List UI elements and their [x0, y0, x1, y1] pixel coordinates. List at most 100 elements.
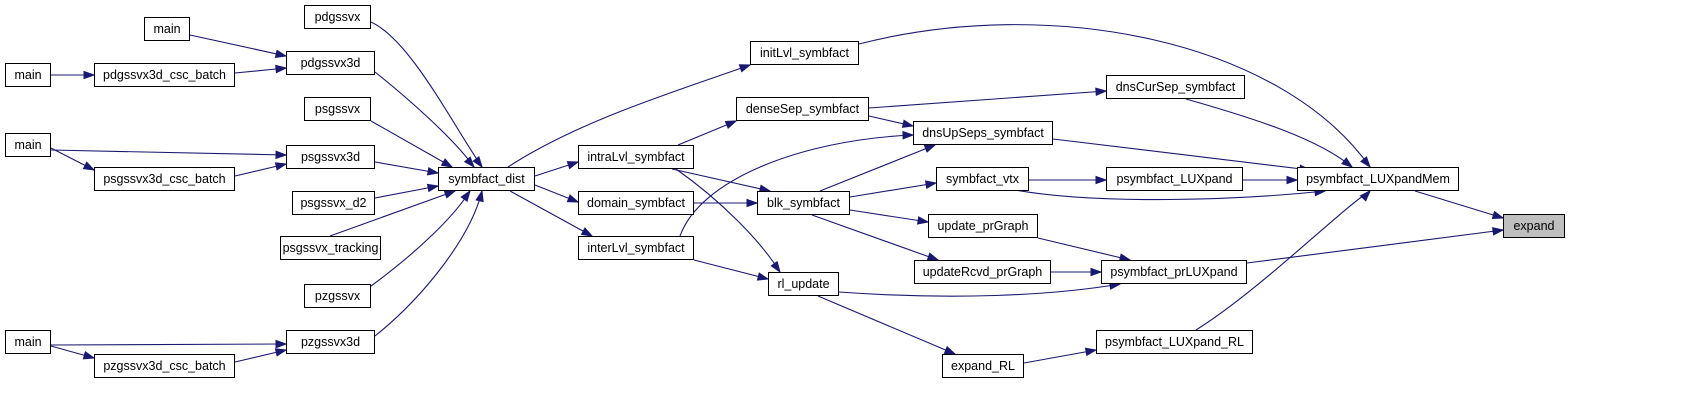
call-edge [374, 161, 439, 174]
arrowhead [275, 64, 288, 74]
node-symbfact-dist[interactable]: symbfact_dist [438, 167, 535, 191]
call-edge [671, 168, 771, 192]
node-pzgssvx3d[interactable]: pzgssvx3d [286, 330, 375, 354]
node-dnscursep-symbfact[interactable]: dnsCurSep_symbfact [1106, 75, 1245, 99]
arrowhead [426, 183, 440, 193]
arrowhead [274, 162, 288, 171]
node-update-prgraph[interactable]: update_prGraph [928, 214, 1038, 238]
arrowhead [1286, 175, 1299, 185]
call-edge [811, 214, 939, 261]
node-pdgssvx[interactable]: pdgssvx [304, 5, 371, 29]
node-psgssvx3d[interactable]: psgssvx3d [286, 145, 375, 169]
arrowhead [901, 119, 915, 128]
call-edge [374, 71, 475, 168]
call-edge [507, 64, 751, 168]
call-edge [817, 295, 956, 355]
arrowhead [923, 144, 937, 153]
arrowhead [916, 216, 930, 225]
node-main[interactable]: main [144, 17, 190, 41]
call-edge [1195, 190, 1371, 331]
arrowhead [1341, 157, 1354, 168]
node-rl-update[interactable]: rl_update [768, 272, 839, 296]
node-psgssvx-tracking[interactable]: psgssvx_tracking [280, 236, 381, 260]
call-edge [675, 168, 781, 273]
call-edge [370, 190, 471, 287]
arrowhead [770, 260, 781, 274]
node-blk-symbfact[interactable]: blk_symbfact [757, 191, 850, 215]
arrowhead [1095, 87, 1108, 97]
node-pdgssvx3d-csc-batch[interactable]: pdgssvx3d_csc_batch [94, 63, 235, 87]
arrowhead [1095, 175, 1108, 185]
call-edge [374, 185, 439, 199]
node-psymbfact-prluxpand[interactable]: psymbfact_prLUXpand [1101, 260, 1247, 284]
arrowhead [274, 348, 288, 357]
arrowhead [924, 180, 938, 189]
call-edge [50, 343, 287, 346]
node-psgssvx3d-csc-batch[interactable]: psgssvx3d_csc_batch [94, 167, 235, 191]
call-edge [819, 144, 936, 192]
node-pdgssvx3d[interactable]: pdgssvx3d [286, 51, 375, 75]
call-edge [370, 21, 483, 168]
call-edge [1414, 190, 1504, 219]
node-symbfact-vtx[interactable]: symbfact_vtx [936, 167, 1029, 191]
call-edge [858, 24, 1371, 168]
arrowhead [82, 161, 96, 171]
arrowhead [443, 190, 457, 199]
node-psymbfact-luxpand[interactable]: psymbfact_LUXpand [1106, 167, 1243, 191]
arrowhead [82, 351, 96, 360]
arrowhead [460, 189, 471, 203]
call-edge [1037, 237, 1131, 261]
arrowhead [756, 272, 770, 281]
call-edge [329, 190, 456, 237]
node-psymbfact-luxpandmem[interactable]: psymbfact_LUXpandMem [1297, 167, 1459, 191]
node-main[interactable]: main [5, 63, 51, 87]
arrowhead [580, 227, 594, 237]
arrowhead [83, 70, 96, 80]
call-edge [1023, 349, 1097, 364]
call-edge [1052, 138, 1311, 171]
call-edge [509, 190, 593, 237]
call-edge [189, 34, 287, 57]
arrowhead [463, 156, 475, 169]
node-expand-rl[interactable]: expand_RL [942, 354, 1024, 378]
node-initlvl-symbfact[interactable]: initLvl_symbfact [750, 41, 859, 65]
arrowhead [475, 189, 484, 203]
call-edge [849, 209, 929, 223]
node-main[interactable]: main [5, 133, 51, 157]
arrowhead [275, 339, 288, 349]
node-dnsupseps-symbfact[interactable]: dnsUpSeps_symbfact [913, 121, 1053, 145]
arrowhead [566, 161, 580, 170]
arrowhead [746, 198, 759, 208]
arrowhead [1491, 210, 1505, 220]
node-psymbfact-luxpand-rl[interactable]: psymbfact_LUXpand_RL [1096, 330, 1253, 354]
arrowhead [1492, 227, 1505, 236]
arrowhead [1090, 267, 1103, 277]
call-edge [50, 149, 287, 156]
arrowhead [902, 130, 915, 140]
node-updatercvd-prgraph[interactable]: updateRcvd_prGraph [914, 260, 1051, 284]
node-psgssvx[interactable]: psgssvx [304, 97, 371, 121]
arrowhead [275, 150, 288, 160]
arrowhead [738, 64, 752, 73]
node-psgssvx-d2[interactable]: psgssvx_d2 [292, 191, 375, 215]
arrowhead [926, 252, 940, 261]
node-main[interactable]: main [5, 330, 51, 354]
call-edge [849, 182, 937, 198]
call-edge [1014, 189, 1326, 201]
node-pzgssvx3d-csc-batch[interactable]: pzgssvx3d_csc_batch [94, 354, 235, 378]
node-intralvl-symbfact[interactable]: intraLvl_symbfact [578, 145, 694, 169]
arrowhead [472, 155, 483, 169]
node-domain-symbfact[interactable]: domain_symbfact [578, 191, 694, 215]
node-pzgssvx[interactable]: pzgssvx [304, 284, 371, 308]
arrowhead [1359, 189, 1372, 202]
node-expand: expand [1503, 214, 1565, 238]
arrowhead [943, 345, 957, 355]
node-interlvl-symbfact[interactable]: interLvl_symbfact [578, 236, 694, 260]
call-edge [374, 190, 483, 337]
call-edge [679, 134, 914, 237]
arrowhead [724, 120, 738, 129]
arrowhead [1084, 347, 1098, 357]
node-densesep-symbfact[interactable]: denseSep_symbfact [736, 97, 869, 121]
arrowhead [566, 194, 580, 203]
